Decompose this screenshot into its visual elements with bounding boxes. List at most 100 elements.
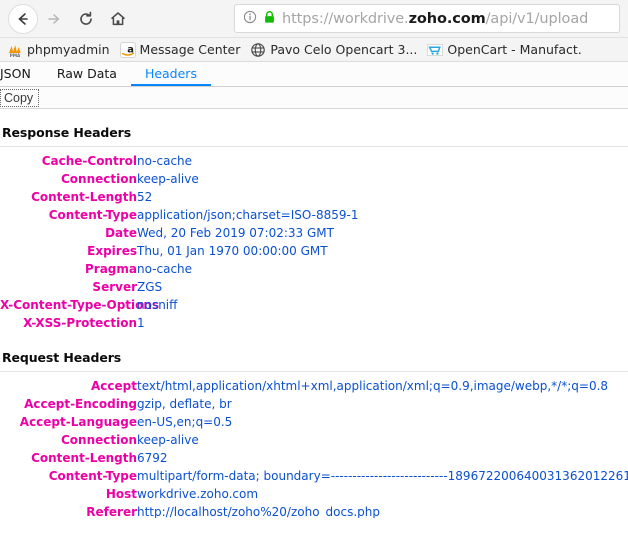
back-button[interactable]	[6, 3, 38, 35]
header-value[interactable]: 1	[137, 316, 145, 330]
header-name: Content-Type	[48, 469, 137, 483]
header-name: Pragma	[84, 262, 137, 276]
header-name: Connection	[60, 172, 137, 186]
url-domain: zoho.com	[408, 10, 486, 27]
tab-label: Headers	[144, 65, 197, 81]
amazon-icon: a	[119, 41, 136, 58]
header-name: Accept-Language	[19, 415, 137, 429]
header-value[interactable]: no-cache	[137, 154, 193, 168]
json-viewer-tabs: JSON Raw Data Headers	[0, 62, 628, 87]
header-name: Cache-Control	[41, 154, 137, 168]
header-value[interactable]: application/json;charset=ISO-8859-1	[137, 208, 359, 222]
tab-raw-data[interactable]: Raw Data	[43, 62, 131, 86]
header-value[interactable]: en-US,en;q=0.5	[137, 415, 233, 429]
header-name: Content-Length	[31, 190, 137, 204]
identity-info-icon[interactable]	[243, 9, 257, 28]
bookmark-pavo-celo-opencart[interactable]: Pavo Celo Opencart 3...	[245, 41, 422, 59]
header-name: Content-Length	[31, 451, 137, 465]
section-spacer	[0, 334, 628, 344]
reload-button[interactable]	[70, 3, 102, 35]
lock-icon[interactable]	[263, 9, 276, 28]
bookmark-label: OpenCart - Manufact.	[447, 41, 582, 57]
header-value[interactable]: workdrive.zoho.com	[137, 487, 259, 501]
header-value[interactable]: text/html,application/xhtml+xml,applicat…	[137, 379, 609, 393]
reload-icon	[77, 10, 95, 28]
request-headers-title: Request Headers	[0, 344, 628, 372]
header-value[interactable]: 6792	[137, 451, 168, 465]
header-name: Content-Type	[48, 208, 137, 222]
bookmark-phpmyadmin[interactable]: PMA phpmyadmin	[2, 41, 115, 59]
svg-text:a: a	[127, 44, 134, 55]
header-name: Connection	[60, 433, 137, 447]
bookmark-message-center[interactable]: a Message Center	[115, 41, 246, 59]
header-name: X-Content-Type-Options	[0, 298, 160, 312]
header-name: Referer	[86, 505, 137, 518]
header-value[interactable]: ZGS	[137, 280, 163, 294]
phpmyadmin-icon: PMA	[7, 42, 23, 58]
header-value[interactable]: keep-alive	[137, 433, 199, 447]
home-button[interactable]	[102, 3, 134, 35]
header-name: Accept	[91, 379, 137, 393]
header-name: Expires	[87, 244, 137, 258]
header-value[interactable]: no-cache	[137, 262, 193, 276]
forward-icon	[45, 10, 63, 28]
bookmarks-toolbar: PMA phpmyadmin a Message Center Pavo Cel…	[0, 38, 628, 62]
bookmark-label: phpmyadmin	[27, 41, 110, 57]
url-suffix: /api/v1/upload	[485, 10, 589, 27]
copy-button[interactable]: Copy	[0, 88, 40, 107]
header-name: Host	[105, 487, 137, 501]
url-prefix: https://workdrive.	[282, 10, 409, 27]
header-value[interactable]: Wed, 20 Feb 2019 07:02:33 GMT	[137, 226, 334, 240]
bookmark-opencart-manufacturers[interactable]: OpenCart - Manufact.	[422, 41, 586, 59]
header-name: Accept-Encoding	[24, 397, 137, 411]
tab-label: JSON	[0, 65, 31, 81]
json-viewer-toolbar: Copy	[0, 87, 628, 109]
header-value[interactable]: nosniff	[137, 298, 178, 312]
header-value[interactable]: multipart/form-data; boundary=----------…	[137, 469, 628, 483]
header-value[interactable]: keep-alive	[137, 172, 199, 186]
header-value[interactable]: http://localhost/zoho%20/zoho_docs.php	[137, 505, 381, 518]
bookmark-label: Pavo Celo Opencart 3...	[270, 41, 418, 57]
forward-button[interactable]	[38, 3, 70, 35]
url-text[interactable]: https://workdrive.zoho.com/api/v1/upload	[282, 11, 588, 27]
back-icon	[7, 3, 38, 34]
header-value[interactable]: Thu, 01 Jan 1970 00:00:00 GMT	[137, 244, 328, 258]
home-icon	[109, 10, 127, 28]
header-value[interactable]: gzip, deflate, br	[137, 397, 232, 411]
header-name: X-XSS-Protection	[23, 316, 137, 330]
header-value[interactable]: 52	[137, 190, 153, 204]
tab-headers[interactable]: Headers	[130, 62, 211, 86]
globe-icon	[250, 42, 266, 58]
bookmark-label: Message Center	[139, 41, 241, 57]
opencart-icon	[427, 42, 444, 58]
tab-label: Raw Data	[56, 65, 117, 81]
browser-nav-toolbar: https://workdrive.zoho.com/api/v1/upload	[0, 0, 628, 38]
url-bar[interactable]: https://workdrive.zoho.com/api/v1/upload	[234, 4, 620, 33]
tab-json[interactable]: JSON	[0, 62, 43, 86]
response-headers-title: Response Headers	[0, 119, 628, 147]
header-name: Server	[92, 280, 137, 294]
